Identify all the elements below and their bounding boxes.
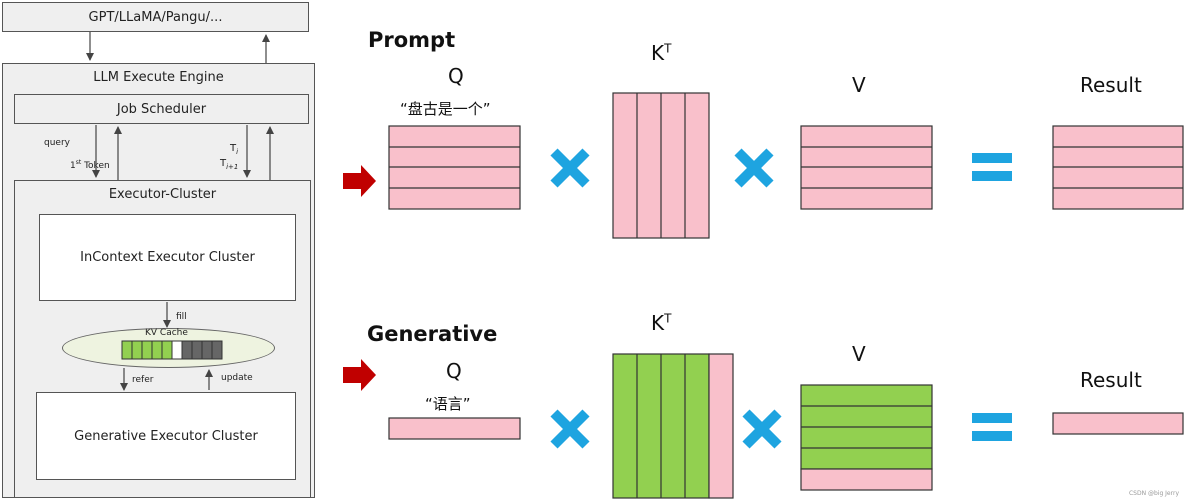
t-i-label: Ti (230, 143, 239, 156)
generative-q-matrix (388, 417, 521, 440)
kv-block-7 (181, 340, 193, 360)
generative-k-label: KT (651, 311, 671, 335)
fill-label: fill (176, 312, 187, 322)
kv-cache-blocks (121, 340, 223, 360)
prompt-k-label: KT (651, 41, 671, 65)
prompt-multiply-icon-2 (734, 148, 774, 188)
generative-multiply-icon-1 (550, 409, 590, 449)
kv-block-10 (211, 340, 223, 360)
kv-block-9 (201, 340, 213, 360)
kv-cache-label: KV Cache (145, 328, 188, 338)
model-box-label: GPT/LLaMA/Pangu/... (88, 9, 223, 25)
kv-block-3 (141, 340, 153, 360)
prompt-k-sup: T (664, 41, 672, 56)
credit-watermark: CSDN @big Jerry (1128, 490, 1179, 497)
refer-label: refer (132, 375, 154, 385)
kv-block-2 (131, 340, 143, 360)
generative-equals-icon (972, 413, 1012, 441)
job-scheduler-label: Job Scheduler (116, 101, 207, 117)
first-token-label: 1st Token (70, 159, 110, 171)
query-label: query (44, 138, 70, 148)
prompt-q-text: “盘古是一个” (400, 100, 491, 118)
generative-result-matrix (1052, 412, 1184, 435)
model-box: GPT/LLaMA/Pangu/... (2, 2, 309, 32)
prompt-k-matrix (612, 92, 710, 239)
generative-k-sup: T (664, 311, 672, 326)
kv-block-1 (121, 340, 133, 360)
prompt-red-arrow (343, 165, 376, 197)
generative-multiply-icon-2 (742, 409, 782, 449)
generative-cluster-label: Generative Executor Cluster (74, 428, 258, 444)
generative-k-letter: K (651, 311, 665, 335)
prompt-v-label: V (852, 73, 866, 97)
generative-v-matrix (800, 384, 933, 491)
update-label: update (221, 373, 253, 383)
prompt-q-matrix (388, 125, 521, 210)
kv-block-5 (161, 340, 173, 360)
prompt-result-label: Result (1080, 73, 1142, 97)
generative-k-matrix (612, 353, 734, 499)
incontext-cluster-label: InContext Executor Cluster (80, 250, 255, 265)
prompt-title: Prompt (368, 28, 456, 52)
kv-block-4 (151, 340, 163, 360)
generative-result-label: Result (1080, 368, 1142, 392)
generative-q-label: Q (446, 359, 462, 383)
prompt-k-letter: K (651, 41, 665, 65)
t-i1-label: Ti+1 (220, 158, 239, 171)
prompt-equals-icon (972, 153, 1012, 181)
generative-red-arrow (343, 359, 376, 391)
generative-v-label: V (852, 342, 866, 366)
job-scheduler: Job Scheduler (14, 94, 309, 124)
incontext-executor-cluster: InContext Executor Cluster (39, 214, 296, 301)
generative-q-text: “语言” (425, 395, 471, 413)
prompt-result-matrix (1052, 125, 1184, 210)
kv-block-6 (171, 340, 183, 360)
engine-title: LLM Execute Engine (93, 70, 224, 85)
generative-executor-cluster: Generative Executor Cluster (36, 392, 296, 480)
prompt-multiply-icon-1 (550, 148, 590, 188)
prompt-v-matrix (800, 125, 933, 210)
prompt-q-label: Q (448, 64, 464, 88)
kv-block-8 (191, 340, 203, 360)
executor-cluster-label: Executor-Cluster (108, 187, 217, 202)
generative-title: Generative (367, 322, 498, 346)
